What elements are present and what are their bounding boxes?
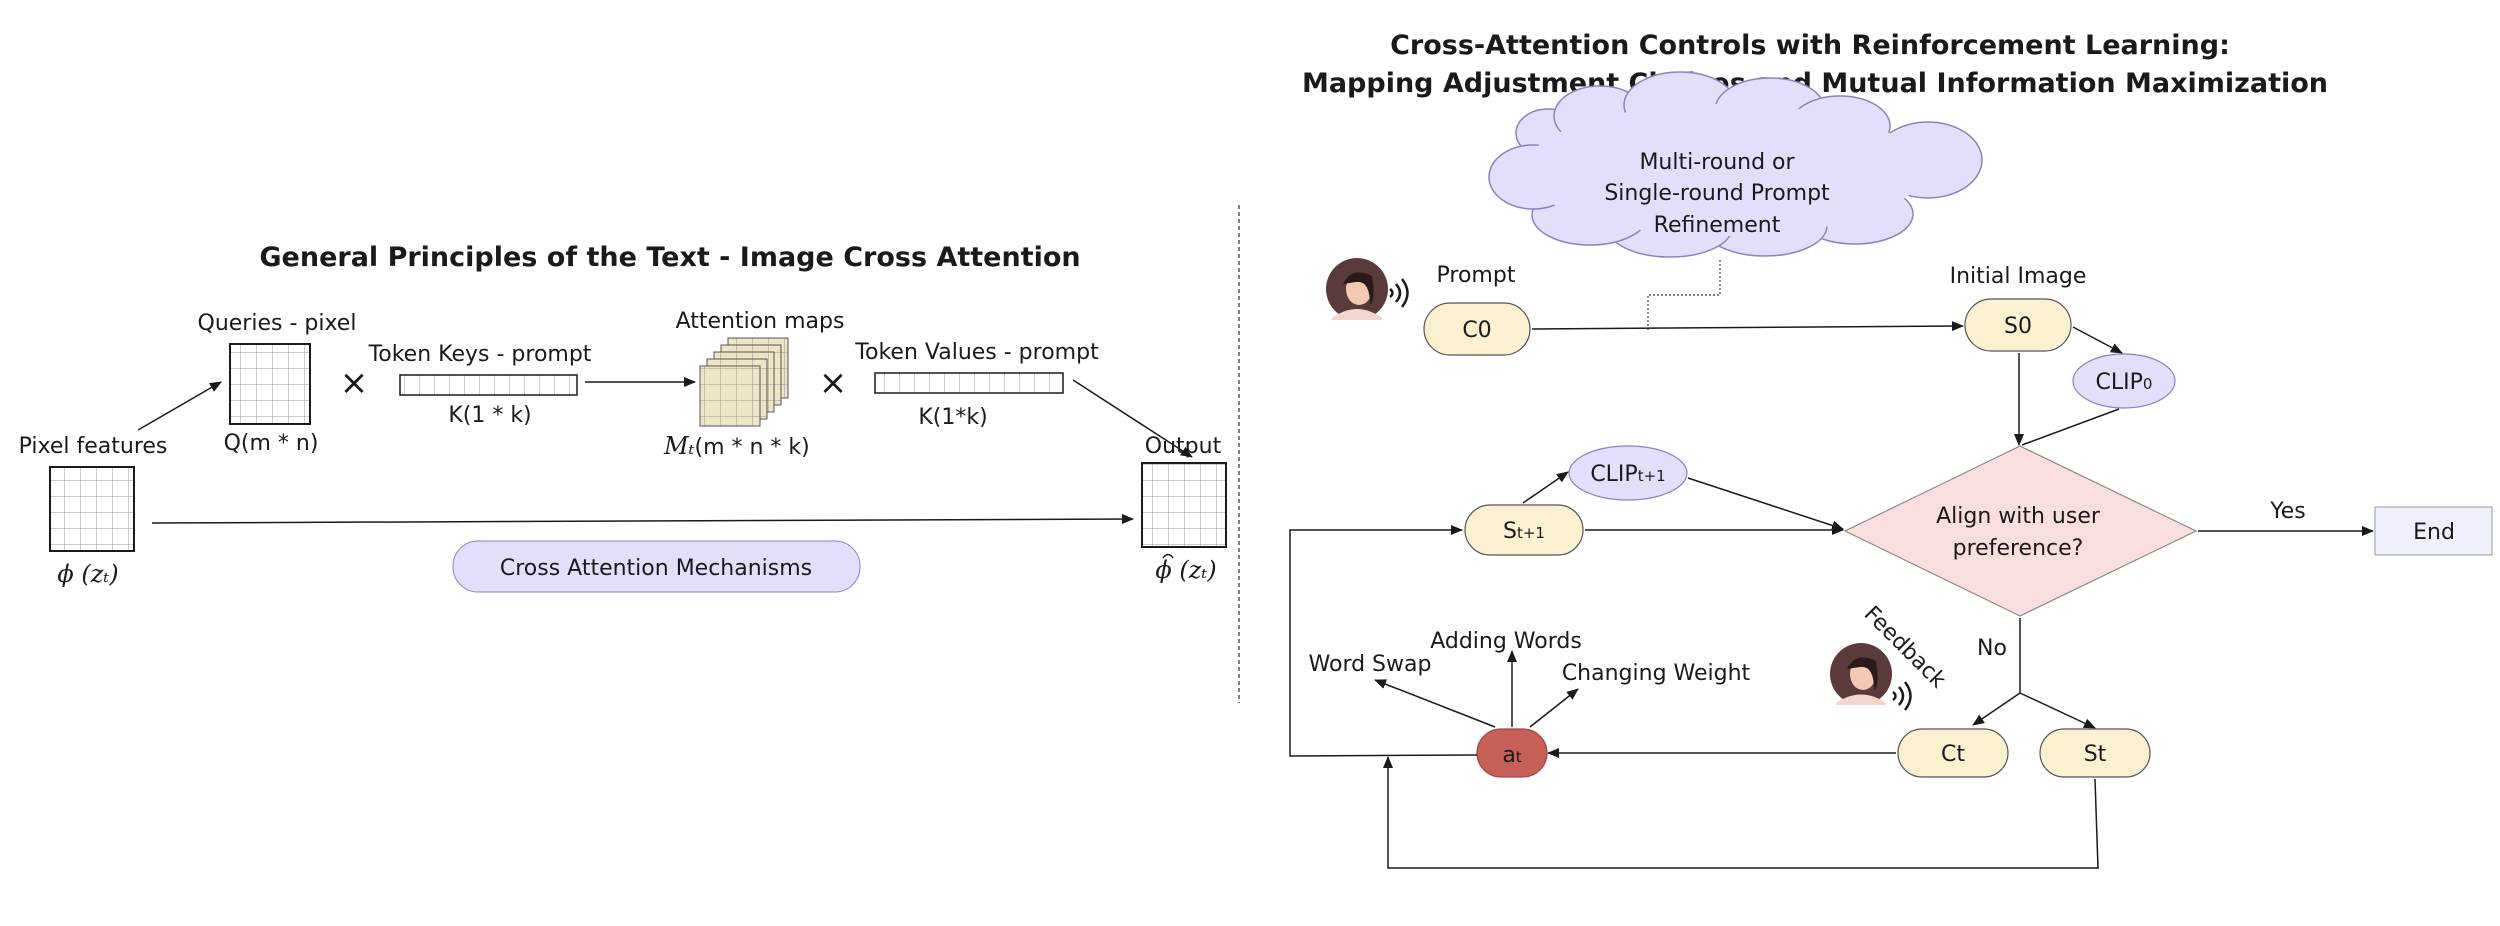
cloud-line3: Refinement (1654, 213, 1781, 238)
arrow-to-ct (1972, 692, 2021, 726)
clip0-label: CLIP0 (2096, 370, 2153, 395)
keys-title: Token Keys - prompt (368, 342, 592, 367)
cross-attention-pill (452, 540, 861, 593)
arrow-pixel-to-output (151, 514, 1134, 525)
cross-attention-label: Cross Attention Mechanisms (500, 556, 812, 581)
decision-diamond (1843, 445, 2198, 617)
values-vector (874, 372, 1064, 394)
hat-mark (1162, 553, 1174, 559)
arrow-to-changing-weight (1529, 688, 1579, 728)
arrow-s0-to-clip0 (2072, 326, 2123, 354)
queries-grid (229, 343, 311, 425)
keys-vector (399, 374, 578, 396)
line-clip0-to-decision (2021, 408, 2120, 446)
values-title: Token Values - prompt (854, 340, 1099, 365)
feedback-avatar-icon (1830, 643, 1912, 711)
decision-line2: preference? (1953, 536, 2084, 561)
arrow-st-loop-to-at (1383, 756, 2099, 869)
cloud-line1: Multi-round or (1639, 150, 1795, 175)
phi-hat-label: ϕ (zₜ) (1155, 556, 1216, 584)
arrow-to-st (2019, 692, 2096, 729)
yes-label: Yes (2269, 499, 2306, 524)
attention-title: Attention maps (676, 309, 845, 334)
at-node (1476, 728, 1548, 778)
ct-node (1897, 728, 2009, 778)
output-grid (1141, 462, 1227, 548)
ct-label: Ct (1941, 742, 1965, 767)
arrow-to-word-swap (1374, 679, 1496, 728)
queries-dim: Q(m * n) (224, 431, 319, 456)
c0-label: C0 (1462, 318, 1491, 343)
arrow-c0-to-s0 (1531, 321, 1964, 332)
arrow-values-to-output (1072, 379, 1193, 458)
changing-weight-label: Changing Weight (1562, 661, 1751, 686)
st1-node (1464, 504, 1584, 556)
phi-zt-label: ϕ (zₜ) (57, 560, 118, 588)
times-symbol-2: × (819, 363, 848, 403)
queries-title: Queries - pixel (198, 311, 357, 336)
prompt-label: Prompt (1437, 263, 1516, 288)
c0-node (1423, 302, 1531, 356)
clipt1-label: CLIPt+1 (1590, 462, 1665, 487)
arrow-st1-to-clipt1 (1522, 471, 1569, 504)
output-title: Output (1145, 434, 1222, 459)
s0-label: S0 (2004, 314, 2032, 339)
user-avatar-icon (1326, 258, 1409, 320)
end-label: End (2413, 520, 2455, 545)
pixel-features-label: Pixel features (19, 434, 168, 459)
pixel-features-grid (49, 466, 135, 552)
right-title-line1: Cross-Attention Controls with Reinforcem… (1390, 30, 2230, 61)
s0-node (1964, 298, 2072, 352)
keys-dim: K(1 * k) (448, 403, 531, 428)
times-symbol-1: × (340, 363, 369, 403)
attention-maps-stack (699, 337, 789, 427)
at-label: at (1502, 743, 1521, 768)
no-label: No (1977, 636, 2007, 661)
arrow-at-to-st1 (1289, 525, 1478, 757)
attention-dim: Mₜ(m * n * k) (663, 432, 810, 460)
values-dim: K(1*k) (918, 405, 987, 430)
clipt1-node (1568, 445, 1688, 501)
refinement-cloud (1488, 71, 1983, 258)
cloud-connector (1647, 260, 1721, 330)
arrow-clipt1-to-decision (1687, 477, 1844, 531)
arrow-pixel-to-queries (137, 381, 222, 431)
decision-line1: Align with user (1936, 504, 2101, 529)
word-swap-label: Word Swap (1309, 652, 1432, 677)
left-title: General Principles of the Text - Image C… (259, 242, 1080, 273)
cloud-line2: Single-round Prompt (1604, 181, 1830, 206)
clip0-node (2072, 353, 2176, 409)
initial-image-label: Initial Image (1950, 264, 2087, 289)
st1-label: St+1 (1503, 519, 1545, 544)
st-node (2039, 728, 2151, 778)
adding-words-label: Adding Words (1430, 629, 1582, 654)
end-node (2374, 506, 2493, 556)
st-label: St (2084, 742, 2107, 767)
